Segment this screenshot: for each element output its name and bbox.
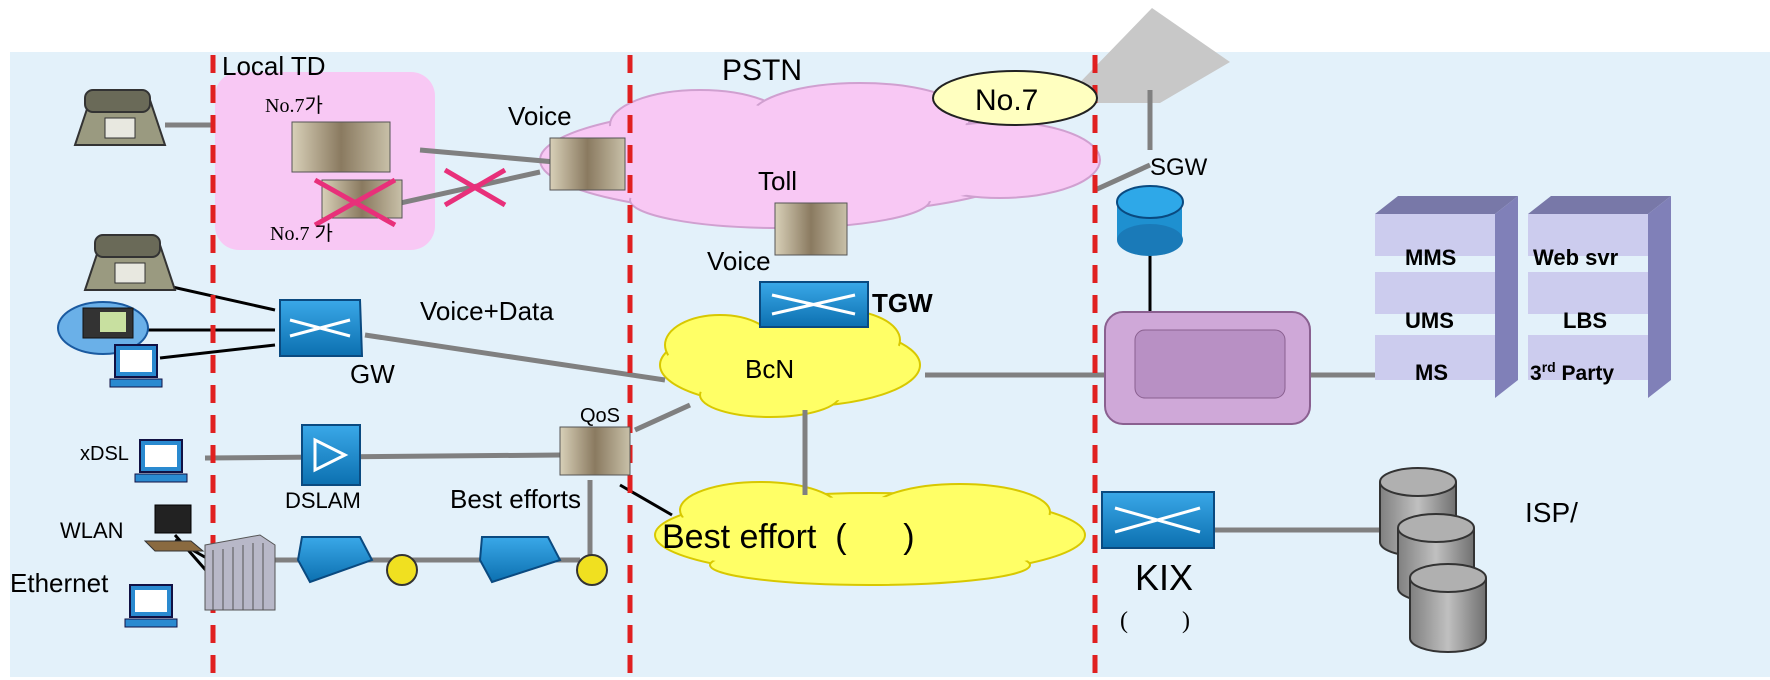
- server-box-icon: [1375, 196, 1671, 398]
- kix-paren-label: ( ): [1120, 608, 1190, 634]
- telephone-icon: [83, 234, 177, 291]
- computer-icon: [124, 584, 178, 628]
- dslam-icon: [301, 424, 361, 486]
- video-phone-icon: [57, 301, 149, 355]
- xdsl-label: xDSL: [80, 443, 129, 465]
- ums-label: UMS: [1405, 308, 1454, 333]
- third-party-rest: Party: [1556, 362, 1615, 385]
- sgw-router-icon: [1116, 185, 1184, 256]
- no7-top-label: No.7가: [265, 94, 323, 117]
- voice-data-label: Voice+Data: [420, 296, 554, 326]
- platform-icon: [1104, 311, 1311, 425]
- gw-switch-icon: [279, 299, 364, 357]
- gw-label: GW: [350, 359, 395, 389]
- kix-label: KIX: [1135, 557, 1193, 598]
- local-td-label: Local TD: [222, 51, 326, 81]
- pstn-label: PSTN: [722, 54, 802, 87]
- best-effort-cloud-label: Best effort ( ): [662, 518, 915, 556]
- disconnect-cross-icon: [313, 167, 507, 228]
- no7-oval: [932, 70, 1098, 126]
- computer-icon: [109, 344, 163, 388]
- building-icon: [204, 534, 276, 611]
- computer-icon: [134, 439, 188, 483]
- third-party-base: 3: [1530, 362, 1542, 385]
- telephone-icon: [73, 89, 167, 146]
- web-svr-label: Web svr: [1533, 245, 1619, 270]
- decorative-shape: [1060, 8, 1230, 103]
- ms-label: MS: [1415, 360, 1448, 385]
- voice-top-label: Voice: [508, 101, 572, 131]
- tgw-switch-icon: [759, 281, 869, 328]
- ethernet-switch-icon: [296, 536, 562, 584]
- hub-icon: [386, 554, 608, 586]
- toll-label: Toll: [758, 166, 797, 196]
- wlan-label: WLAN: [60, 518, 124, 543]
- tgw-label: TGW: [872, 288, 933, 318]
- lbs-label: LBS: [1563, 308, 1607, 333]
- kix-switch-icon: [1101, 491, 1215, 549]
- isp-label: ISP/: [1525, 497, 1578, 528]
- no7-bottom-label: No.7 가: [270, 222, 333, 245]
- database-icon: [1379, 467, 1487, 653]
- laptop-icon: [143, 504, 205, 552]
- no7-oval-label: No.7: [975, 84, 1038, 117]
- ethernet-label: Ethernet: [10, 568, 109, 598]
- best-efforts-label: Best efforts: [450, 484, 581, 514]
- sgw-label: SGW: [1150, 154, 1208, 181]
- dslam-label: DSLAM: [285, 488, 361, 513]
- third-party-sup: rd: [1542, 359, 1556, 375]
- voice-mid-label: Voice: [707, 246, 771, 276]
- mms-label: MMS: [1405, 245, 1456, 270]
- third-party-label: 3rd Party: [1530, 359, 1614, 385]
- bcn-label: BcN: [745, 354, 794, 384]
- qos-label: QoS: [580, 405, 620, 427]
